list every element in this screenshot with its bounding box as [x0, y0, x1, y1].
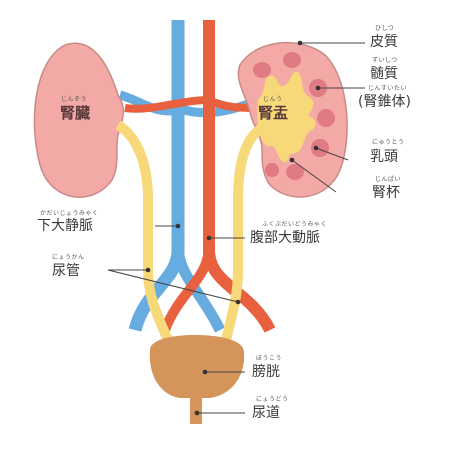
leader-dots — [145, 40, 321, 416]
leader-lines — [107, 42, 365, 414]
calyx-label: 腎杯 — [372, 185, 400, 201]
calyx-reading: じんぱい — [375, 176, 402, 183]
medulla-pyramids — [253, 52, 335, 180]
ureter-left — [115, 120, 175, 347]
ivc-reading: かだいじょうみゃく — [40, 210, 99, 217]
renal-artery-left — [124, 96, 210, 113]
artery-group — [124, 20, 276, 333]
ureter-label: 尿管 — [52, 263, 80, 279]
bladder-label: 膀胱 — [252, 364, 280, 380]
urethra-reading: にょうどう — [256, 396, 289, 403]
renal-pelvis — [257, 71, 316, 163]
pyramid-label: (腎錐体) — [358, 94, 411, 110]
pyramid-reading: じんすいたい — [368, 85, 407, 92]
renal-pelvis-label: 腎盂 — [258, 104, 289, 122]
pyramid — [286, 164, 304, 180]
iliac-artery-left — [160, 244, 214, 332]
pyramid — [283, 52, 301, 68]
left-kidney-reading: じんぞう — [61, 96, 88, 103]
cortex-label: 皮質 — [370, 34, 398, 50]
ivc-label: 下大静脈 — [37, 218, 93, 234]
ureter-reading: にょうかん — [52, 254, 85, 261]
papilla-reading: にゅうとう — [372, 139, 405, 146]
urethra-label: 尿道 — [252, 405, 280, 421]
pyramid — [311, 139, 329, 157]
pyramid — [253, 62, 271, 78]
left-kidney — [33, 42, 125, 198]
aorta-reading: ふくぶだいどうみゃく — [262, 221, 328, 228]
bladder-reading: ぼうこう — [256, 355, 283, 362]
ureter-right — [220, 123, 265, 346]
left-kidney-label: 腎臓 — [60, 104, 91, 122]
medulla-label: 髄質 — [370, 66, 398, 82]
cortex-reading: ひしつ — [375, 25, 395, 32]
bladder — [149, 335, 245, 398]
renal-pelvis-reading: じんう — [263, 96, 283, 103]
pyramid — [317, 109, 335, 127]
medulla-reading: ずいしつ — [372, 57, 398, 64]
aorta-label: 腹部大動脈 — [250, 230, 320, 246]
papilla-label: 乳頭 — [370, 149, 398, 165]
pyramid — [265, 163, 279, 177]
